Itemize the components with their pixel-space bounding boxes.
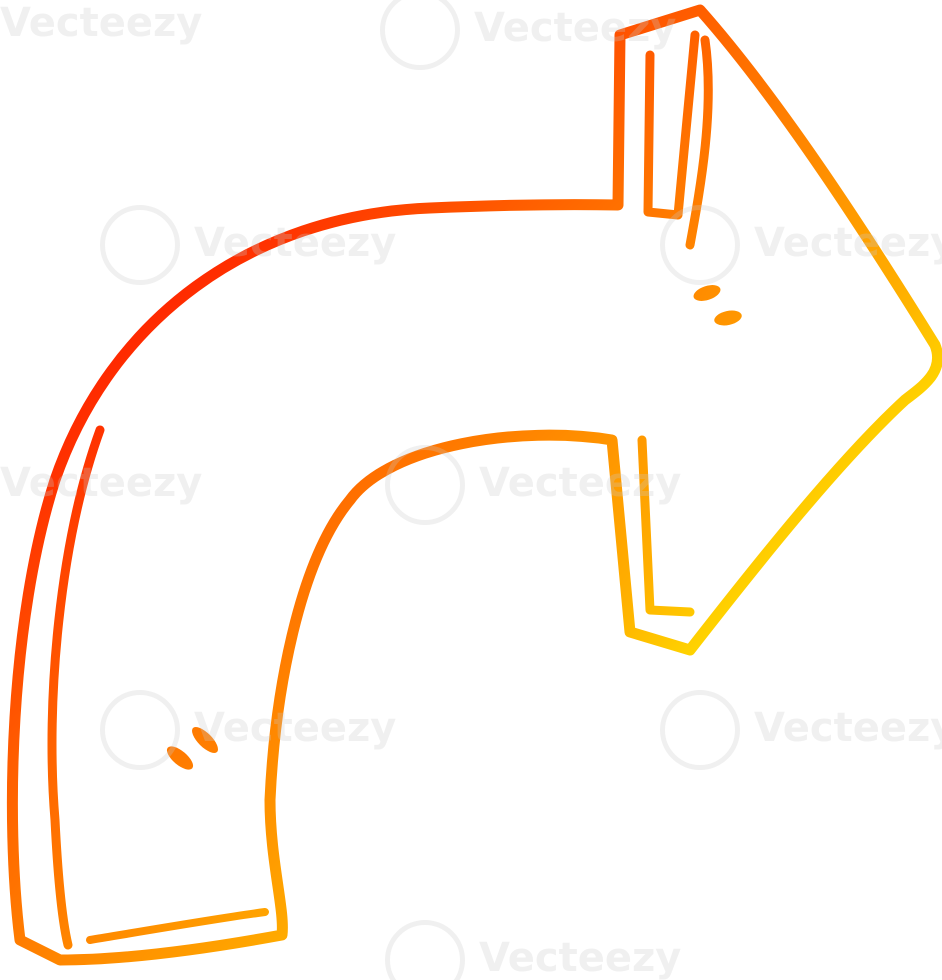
arrowhead-bottom-notch <box>637 435 695 617</box>
arrow-side-band-left <box>47 425 105 950</box>
arrow-outline <box>6 4 942 966</box>
arrowhead-inner-edge <box>685 35 713 250</box>
arrowhead-top-notch <box>643 30 700 220</box>
shine-mark <box>693 285 721 301</box>
shine-mark <box>192 727 218 753</box>
shaft-bottom-edge <box>86 908 269 944</box>
shine-mark <box>166 746 194 770</box>
shine-mark <box>714 310 742 326</box>
